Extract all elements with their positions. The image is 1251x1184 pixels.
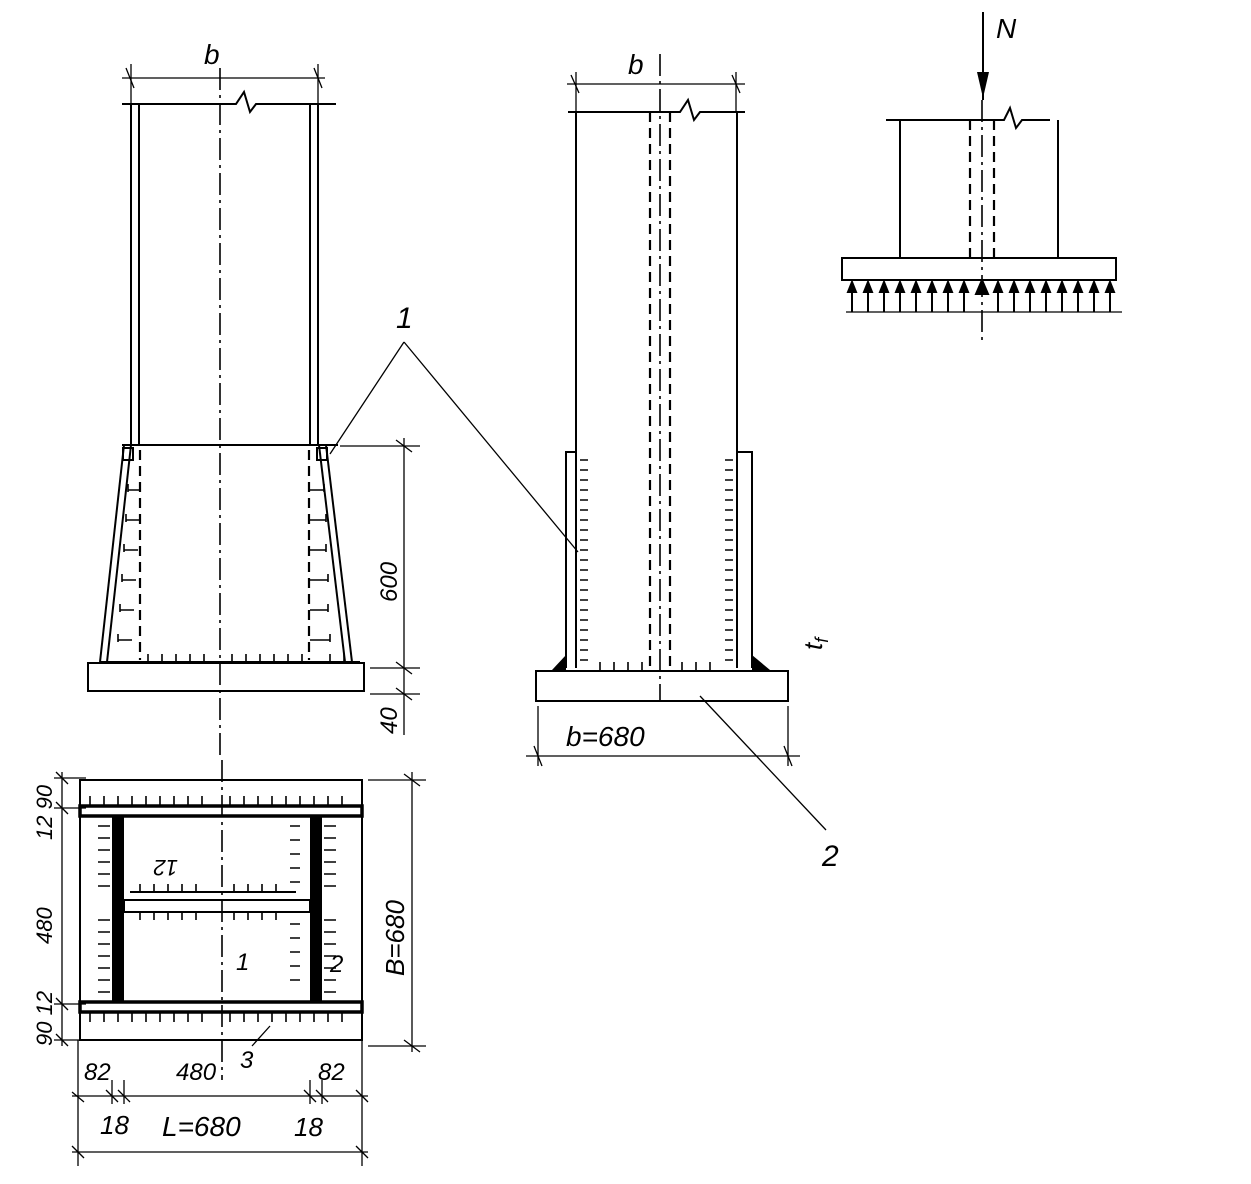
dim-plan-82-left: 82 bbox=[84, 1059, 111, 1086]
left-elevation: b bbox=[87, 39, 420, 760]
dim-600: 600 bbox=[376, 561, 403, 602]
dim-plan-82-right: 82 bbox=[318, 1059, 345, 1086]
dim-plan-18-left: 18 bbox=[100, 1110, 129, 1140]
dim-plan-480-v: 480 bbox=[32, 907, 57, 944]
dim-plan-480-h: 480 bbox=[176, 1059, 217, 1086]
force-n: N bbox=[996, 13, 1017, 44]
dim-plan-18-right: 18 bbox=[294, 1112, 323, 1142]
plan-label-12: 12 bbox=[154, 855, 178, 880]
dim-40: 40 bbox=[376, 707, 403, 734]
dim-plan-L680: L=680 bbox=[162, 1111, 241, 1142]
dim-plan-90-12: 90 12 bbox=[32, 991, 57, 1046]
dim-b-left: b bbox=[204, 39, 220, 70]
middle-elevation: b tf b=680 2 bbox=[526, 49, 839, 873]
label-tf: tf bbox=[798, 636, 832, 650]
plan-label-1: 1 bbox=[236, 949, 249, 976]
plan-label-2: 2 bbox=[329, 951, 343, 978]
dim-b-mid: b bbox=[628, 49, 644, 80]
plan-view: 12 1 2 3 12 90 480 90 12 B=680 bbox=[32, 760, 426, 1166]
dim-b680: b=680 bbox=[566, 721, 645, 752]
svg-text:1: 1 bbox=[396, 302, 413, 335]
load-diagram: N bbox=[841, 12, 1122, 344]
callout-2: 2 bbox=[821, 840, 839, 873]
dim-plan-12-90: 12 90 bbox=[32, 784, 57, 840]
callout-3: 3 bbox=[240, 1047, 254, 1074]
callout-1: 1 bbox=[329, 302, 579, 553]
dim-B680: B=680 bbox=[380, 900, 410, 976]
